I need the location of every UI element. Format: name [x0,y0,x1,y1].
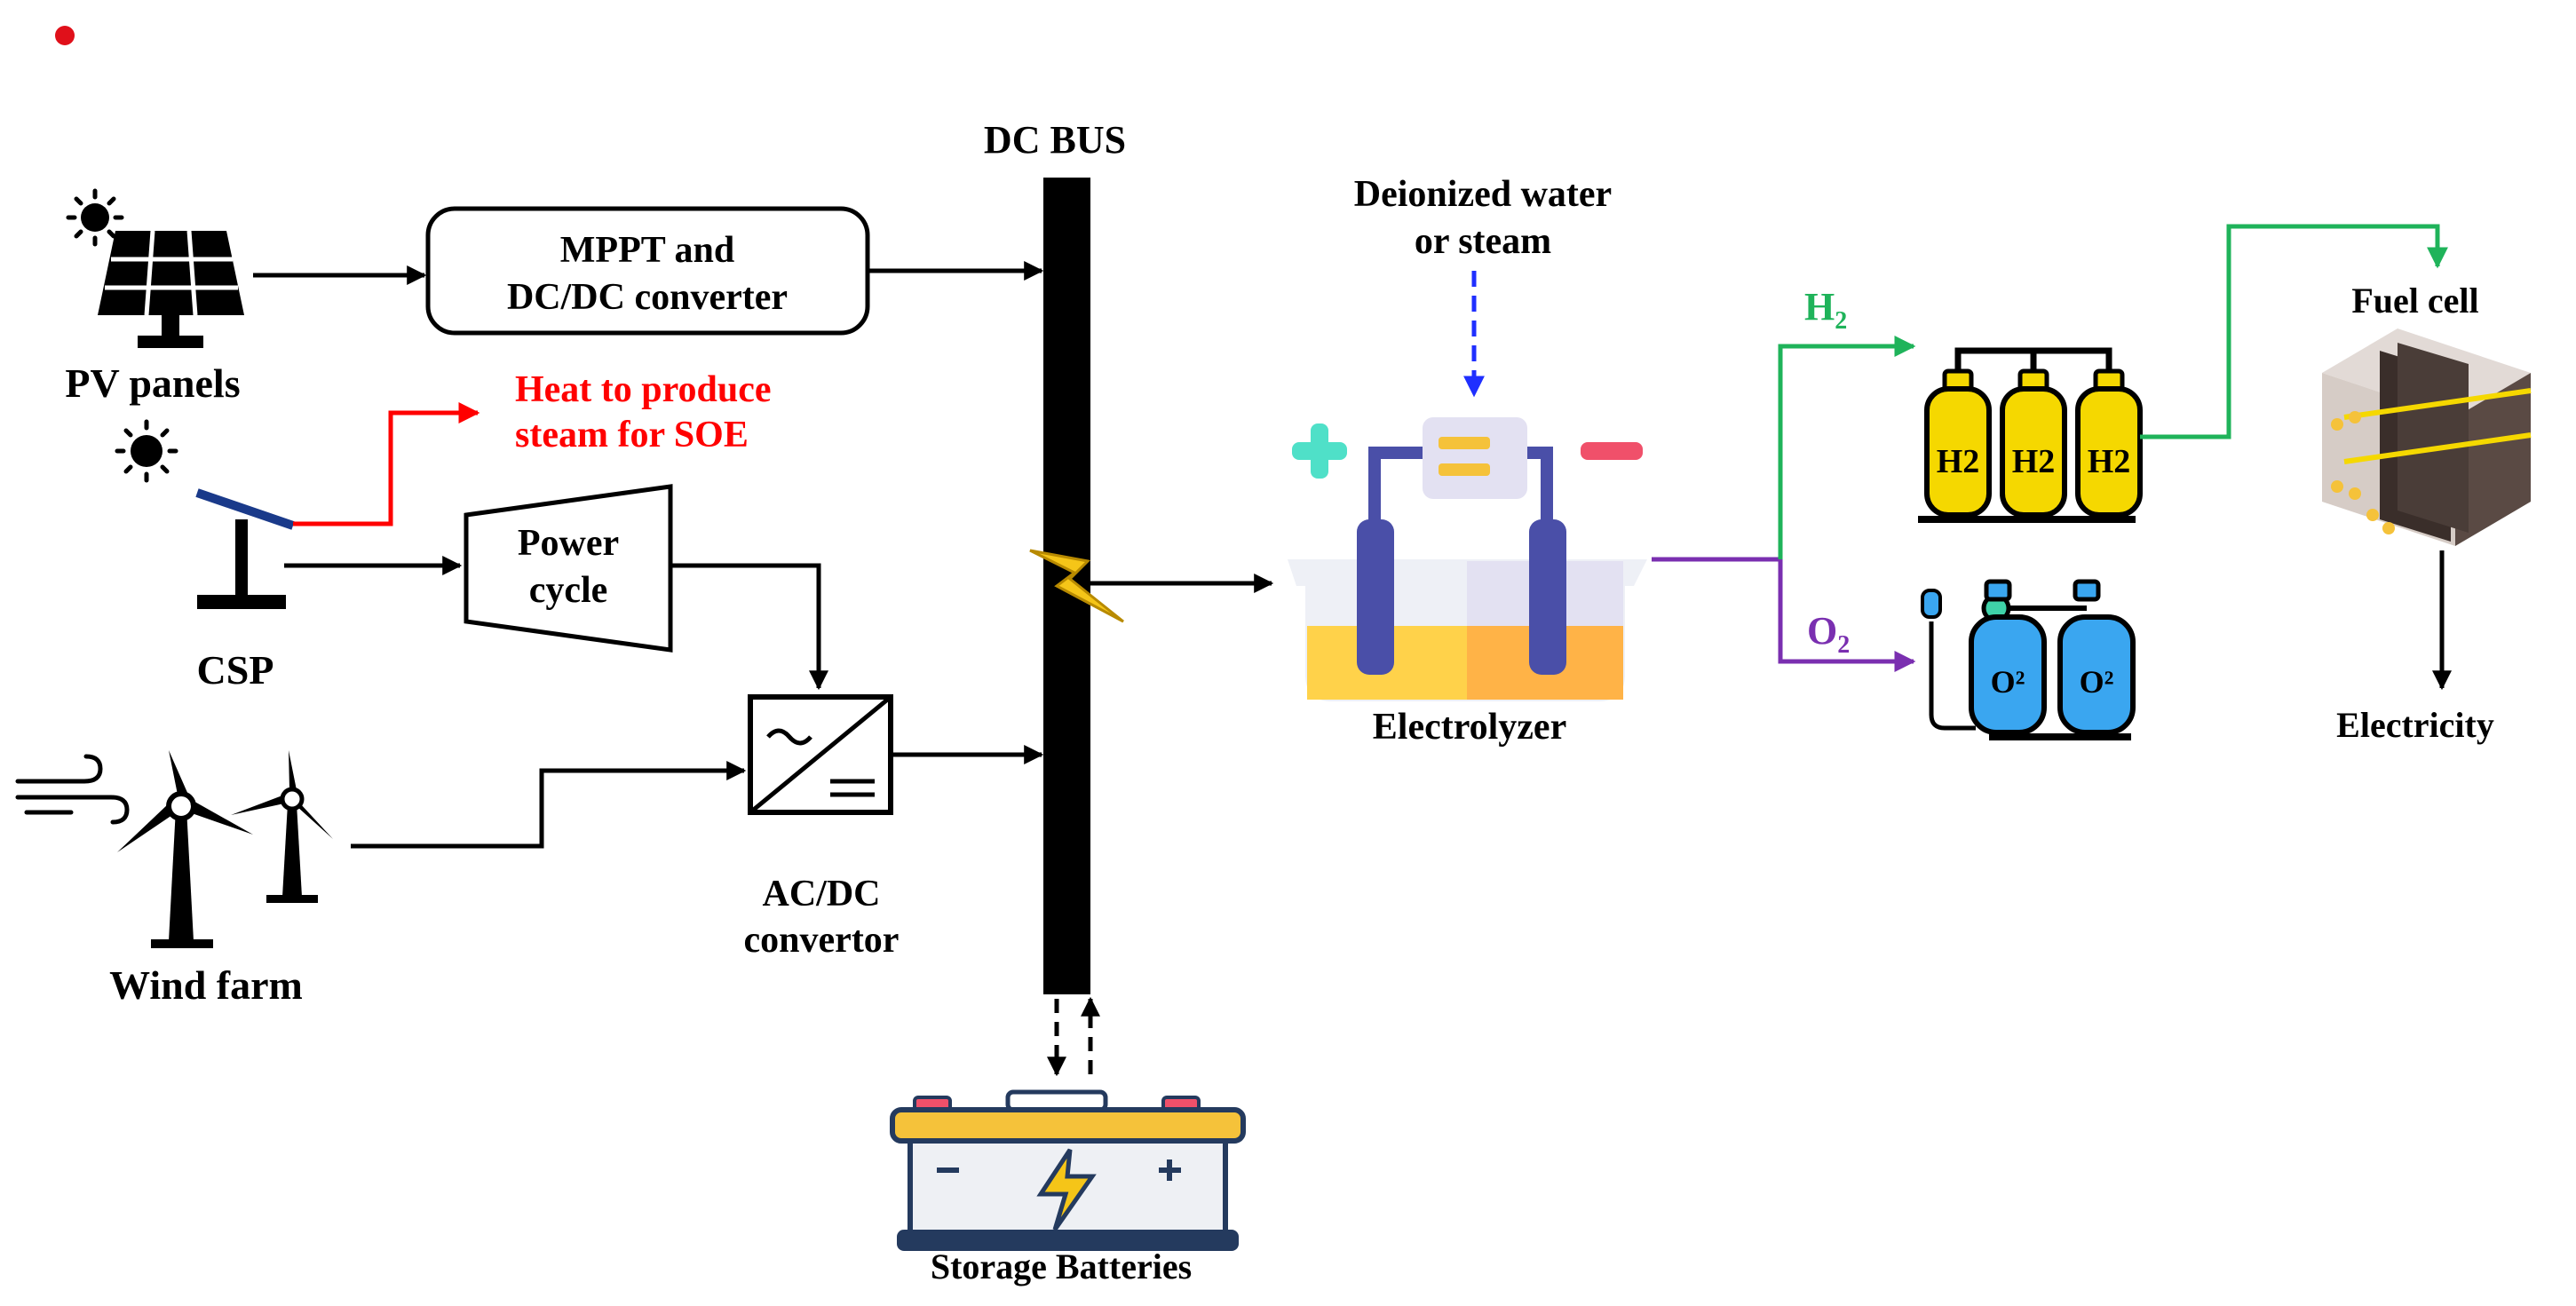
pv-panels-label: PV panels [65,360,240,406]
mppt-label-line2: DC/DC converter [507,277,788,318]
dc-bus-label: DC BUS [984,118,1126,162]
wind-turbine-icon [117,750,253,948]
wind-gust-icon [15,754,130,825]
o2-flow-arrow [1778,559,1916,672]
power-cycle-label-line1: Power [518,523,619,564]
electricity-label: Electricity [2336,705,2494,745]
electrolyzer-icon [1288,417,1647,701]
battery-icon [890,1089,1246,1251]
csp-label: CSP [197,647,274,693]
heat-label-line1: Heat to produce [515,369,772,410]
power-cycle-to-acdc-arrow [670,563,828,691]
acdc-label-line1: AC/DC [763,874,881,914]
storage-batteries-label: Storage Batteries [931,1247,1192,1286]
fuel-cell-label: Fuel cell [2351,281,2478,321]
fuel-cell-stack-icon [2322,328,2532,546]
gas-tank-icon: O² [2057,579,2136,735]
marker-dot [55,26,75,45]
h2-tank-text: H2 [2012,443,2056,480]
power-cycle-block [464,484,673,653]
deionized-label-line2: or steam [1415,221,1551,262]
heat-arrow [293,402,480,526]
solar-panel-icon [98,230,244,348]
gas-tank-icon: H2 [2000,368,2067,518]
acdc-converter-box [748,694,893,815]
sun-icon [66,188,124,247]
o2-tank-text: O² [2080,664,2114,700]
h2-label: H2 [1804,285,1847,335]
h2-tank-text: H2 [1937,443,1980,480]
h2-flow-arrow [1778,336,1916,559]
csp-mirror-icon [195,488,295,609]
deionized-label-line1: Deionized water [1354,174,1612,215]
gas-tank-icon: H2 [2075,368,2143,518]
h2-tank-text: H2 [2088,443,2131,480]
sun-icon [115,419,178,483]
wind-turbine-icon [231,750,333,903]
o2-tank-text: O² [1991,664,2025,700]
mppt-label-line1: MPPT and [560,230,734,271]
wind-to-acdc-arrow [351,761,747,849]
gas-tank-icon: H2 [1924,368,1992,518]
h2-to-fuel-cell-arrow [2140,224,2448,439]
o2-label: O2 [1807,609,1850,659]
heat-label-line2: steam for SOE [515,415,749,455]
power-cycle-label-line2: cycle [529,570,608,611]
electrolyzer-label: Electrolyzer [1373,707,1566,748]
wind-farm-label: Wind farm [109,962,303,1008]
acdc-label-line2: convertor [744,920,900,961]
gas-tank-icon: O² [1969,579,2047,735]
lightning-icon [1029,549,1124,623]
